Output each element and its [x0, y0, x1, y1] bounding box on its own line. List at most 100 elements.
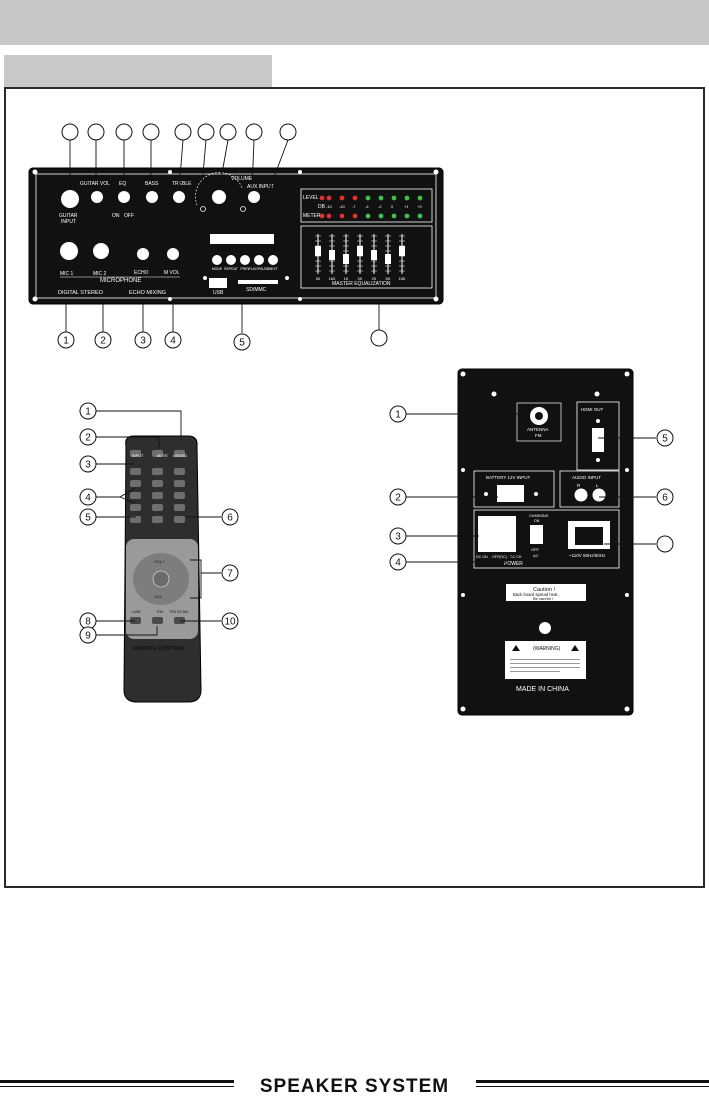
meter-led [339, 213, 345, 219]
svg-text:10: 10 [224, 617, 236, 628]
front-bottom-callout [370, 329, 388, 347]
remote-callout: 9 [79, 626, 97, 644]
remote-bottom-key[interactable] [130, 617, 141, 624]
remote-key[interactable] [174, 450, 185, 457]
db-value: -10 [326, 204, 333, 209]
svg-text:5: 5 [662, 434, 668, 445]
rear-callout: 3 [389, 527, 407, 545]
dc-off-label: OFF(DC) [492, 555, 507, 559]
level-led [352, 195, 358, 201]
mvol-label: M VOL [164, 270, 180, 276]
svg-text:9: 9 [85, 631, 91, 642]
remote-key[interactable] [130, 504, 141, 511]
remote-key[interactable] [130, 492, 141, 499]
eq-freq: 3K [358, 276, 363, 281]
level-led [391, 195, 397, 201]
warning-title: (WARNING) [533, 646, 561, 652]
svg-text:2: 2 [395, 493, 401, 504]
caution-text1: Back board spread heat , [513, 592, 560, 597]
remote-volup: VOL+ [154, 559, 165, 564]
microphone-label: MICROPHONE [100, 278, 141, 284]
rear-panel [457, 368, 634, 716]
guitar-input-label: GUITAR [59, 213, 78, 219]
usb-label: USB [213, 290, 224, 296]
dc-ch-label: DC CH [510, 555, 522, 559]
remote-callout: 5 [79, 508, 97, 526]
meter-led [391, 213, 397, 219]
remote-key[interactable] [152, 492, 163, 499]
remote-key[interactable] [130, 450, 141, 457]
level-label: LEVEL [303, 195, 319, 201]
remote-key[interactable] [174, 468, 185, 475]
level-led [365, 195, 371, 201]
eq-freq: 15K [398, 276, 405, 281]
master-eq-label: MASTER EQUALIZATION [332, 281, 391, 287]
meter-led [319, 213, 325, 219]
remote-callout: 6 [221, 508, 239, 526]
front-top-callout [115, 123, 133, 141]
db-value: 0 [391, 204, 394, 209]
remote-key[interactable] [152, 450, 163, 457]
svg-text:4: 4 [170, 336, 176, 347]
level-led [417, 195, 423, 201]
rear-callout: 4 [389, 553, 407, 571]
eq-freq: 5K [386, 276, 391, 281]
section-tab [4, 55, 272, 87]
content-frame [4, 87, 705, 888]
remote-key[interactable] [130, 480, 141, 487]
meter-led [417, 213, 423, 219]
remote-key[interactable] [152, 468, 163, 475]
dc-on-label: DC ON [476, 555, 488, 559]
svg-text:3: 3 [140, 336, 146, 347]
hdmi-label: HDMI OUT [581, 407, 603, 412]
remote-key[interactable] [130, 516, 141, 523]
remote-key[interactable] [174, 492, 185, 499]
remote-key[interactable] [152, 504, 163, 511]
eq-label: EQ [119, 181, 126, 187]
remote-key[interactable] [130, 468, 141, 475]
db-value: -4 [365, 204, 369, 209]
echo-label: ECHO [134, 270, 149, 276]
player-button-label: PLAY/PAUSE [248, 267, 270, 271]
svg-text:6: 6 [662, 493, 668, 504]
on-label: ON [534, 519, 540, 523]
front-bottom-callout: 3 [134, 331, 152, 349]
level-led [339, 195, 345, 201]
remote-key[interactable] [152, 516, 163, 523]
db-label: DB [318, 204, 326, 210]
remote-usbsd-label: USB/SD [173, 454, 187, 458]
rear-callout [656, 535, 674, 553]
remote-callout: 1 [79, 402, 97, 420]
remote-callout: 4 [79, 488, 97, 506]
remote-key[interactable] [174, 504, 185, 511]
audio-r-label: R [577, 483, 581, 488]
footer-rule [0, 1080, 709, 1087]
remote-key[interactable] [174, 516, 185, 523]
front-top-callout [219, 123, 237, 141]
db-value: -2 [378, 204, 382, 209]
eq-on-label: ON [112, 213, 120, 219]
guitar-vol-label: GUITAR VOL [80, 181, 110, 187]
db-value: +1 [404, 204, 409, 209]
front-top-callout [245, 123, 263, 141]
svg-text:1: 1 [395, 410, 401, 421]
battery-label: BATTERY 12V INPUT [486, 475, 531, 480]
front-top-callout [279, 123, 297, 141]
db-value: +3 [417, 204, 422, 209]
remote-key[interactable] [152, 480, 163, 487]
svg-text:1: 1 [85, 407, 91, 418]
front-bottom-callout: 5 [233, 333, 251, 351]
remote-key[interactable] [174, 480, 185, 487]
level-led [319, 195, 325, 201]
remote-control [123, 435, 202, 703]
eq-slider-handle [343, 254, 349, 264]
remote-bottom-key[interactable] [174, 617, 185, 624]
remote-callout: 2 [79, 428, 97, 446]
remote-bottom-key[interactable] [152, 617, 163, 624]
front-bottom-callout: 1 [57, 331, 75, 349]
eq-freq: 50 [316, 276, 321, 281]
db-value: -10 [339, 204, 346, 209]
rear-callout: 5 [656, 429, 674, 447]
rear-callout: 1 [389, 405, 407, 423]
